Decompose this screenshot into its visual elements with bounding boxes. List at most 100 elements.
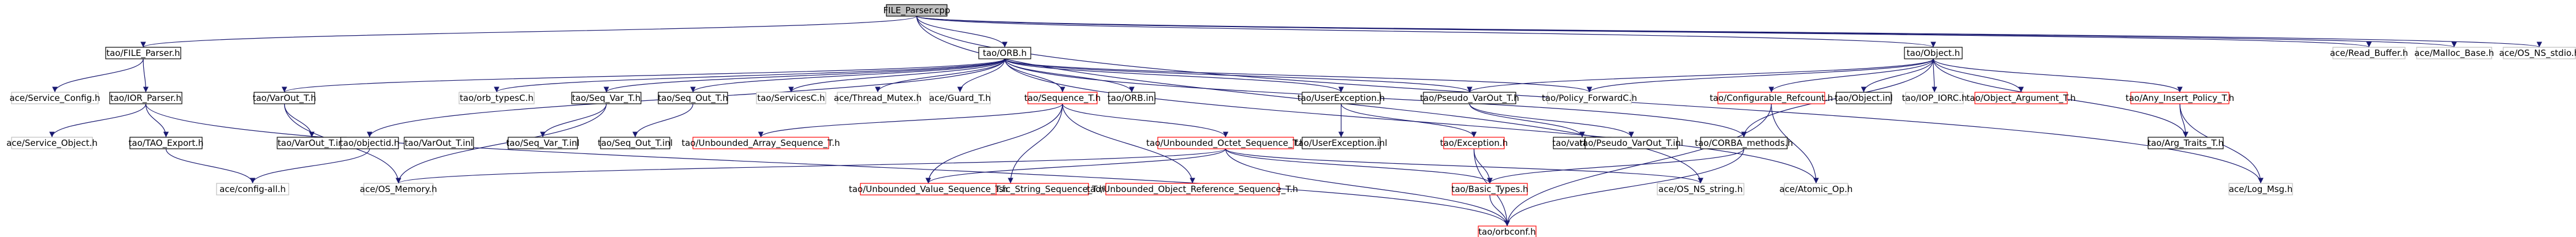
dependency-edge [925,148,1227,184]
node-label: ace/Service_Config.h [9,93,100,104]
node-policyfwd[interactable]: tao/Policy_ForwardC.h [1542,92,1637,104]
node-box [1547,92,1632,104]
dependency-edge [396,103,607,184]
dependency-edge [875,58,1005,93]
node-label: FILE_Parser.cpp [883,5,950,16]
node-varoutt[interactable]: tao/VarOut_T.h [252,92,316,104]
node-label: tao/orb_typesC.h [460,93,534,104]
node-label: tao/FILE_Parser.h [106,48,180,59]
node-label: ace/Guard_T.h [929,93,991,104]
dependency-edge [1504,148,1744,227]
node-seqvart[interactable]: tao/Seq_Var_T.h [571,92,642,104]
node-seqoutinl[interactable]: tao/Seq_Out_T.inl [598,137,673,149]
node-servicesc[interactable]: tao/ServicesC.h [756,92,826,104]
node-unbarray[interactable]: tao/Unbounded_Array_Sequence_T.h [681,137,840,149]
node-userexc[interactable]: tao/UserException.h [1298,92,1385,104]
node-orbtypesc[interactable]: tao/orb_typesC.h [458,92,535,104]
dependency-edge [145,103,169,138]
dependency-edge [1768,58,1934,93]
node-seqoutt[interactable]: tao/Seq_Out_T.h [658,92,728,104]
node-box [1452,183,1528,195]
dependency-edge [1933,58,2024,93]
node-label: tao/VarOut_T.inl [278,138,346,149]
node-orb[interactable]: tao/ORB.h [978,47,1031,59]
node-varoutinl2[interactable]: tao/VarOut_T.inl [404,137,474,149]
node-iorparser[interactable]: tao/IOR_Parser.h [109,92,182,104]
dependency-edge [1004,58,1065,93]
node-exception[interactable]: tao/Exception.h [1440,137,1508,149]
node-label: tao/Basic_Types.h [1451,184,1528,195]
node-box [2130,92,2230,104]
graph-edges [49,16,2542,227]
node-label: tao/Seq_Var_T.h [572,93,641,104]
node-label: tao/Configurable_Refcount.h [1710,93,1833,104]
node-object[interactable]: tao/Object.h [1904,47,1963,59]
node-box [2148,137,2224,149]
node-label: tao/Object.h [1907,48,1960,58]
node-box [458,92,535,104]
node-label: tao/orbconf.h [1478,227,1536,237]
node-box [129,137,203,149]
node-fileparser[interactable]: tao/FILE_Parser.h [105,47,181,59]
node-anyinsertpolicy[interactable]: tao/Any_Insert_Policy_T.h [2126,92,2234,104]
dependency-edge [1467,58,1934,93]
dependency-edge [494,58,1005,93]
node-configrefcount[interactable]: tao/Configurable_Refcount.h [1710,92,1833,104]
node-objectinl[interactable]: tao/Object.inl [1835,92,1893,104]
node-logmsg[interactable]: ace/Log_Msg.h [2228,183,2293,195]
node-objectid[interactable]: tao/objectid.h [340,137,400,149]
node-configall[interactable]: ace/config-all.h [216,183,289,195]
node-iopiorc[interactable]: tao/IOP_IORC.h [1902,92,1967,104]
node-box [1657,183,1744,195]
node-label: tao/Pseudo_VarOut_T.inl [1579,138,1683,149]
node-varoutinl[interactable]: tao/VarOut_T.inl [277,137,347,149]
node-pseudovaroutt[interactable]: tao/Pseudo_VarOut_T.h [1420,92,1519,104]
dependency-edge [143,58,149,93]
node-label: ace/OS_NS_string.h [1658,184,1743,195]
dependency-edge [1008,103,1063,184]
node-versioned[interactable]: tao/orbconf.h [1478,225,1537,237]
node-seqvarinl[interactable]: tao/Seq_Var_T.inl [506,137,580,149]
node-osmemory[interactable]: ace/OS_Memory.h [360,183,437,195]
node-label: tao/Unbounded_Object_Reference_Sequence_… [1087,184,1298,195]
node-guardt[interactable]: ace/Guard_T.h [929,92,991,104]
node-atomicop[interactable]: ace/Atomic_Op.h [1780,183,1853,195]
node-argtraits[interactable]: tao/Arg_Traits_T.h [2148,137,2224,149]
node-svcobject[interactable]: ace/Service_Object.h [6,137,98,149]
node-osnsstdio[interactable]: ace/OS_NS_stdio.h [2499,47,2576,59]
node-label: tao/VarOut_T.inl [405,138,473,149]
node-unbvalue[interactable]: tao/Unbounded_Value_Sequence_T.h [849,183,1008,195]
node-label: ace/Log_Msg.h [2229,184,2293,195]
dependency-edge [1062,103,1195,184]
node-objectargt[interactable]: tao/Object_Argument_T.h [1966,92,2076,104]
node-label: tao/Pseudo_VarOut_T.h [1420,93,1519,104]
node-seqt[interactable]: tao/Sequence_T.h [1024,92,1101,104]
node-root[interactable]: FILE_Parser.cpp [883,4,950,17]
node-threadmutex[interactable]: ace/Thread_Mutex.h [834,92,922,104]
node-userexcinl[interactable]: tao/UserException.inl [1295,137,1388,149]
node-basictypes[interactable]: tao/Basic_Types.h [1451,183,1529,195]
node-mallocbase[interactable]: ace/Malloc_Base.h [2414,47,2494,59]
node-label: tao/Any_Insert_Policy_T.h [2126,93,2234,104]
dependency-edge [1004,58,1472,93]
node-pseudovaroutinl[interactable]: tao/Pseudo_VarOut_T.inl [1579,137,1683,149]
node-unboctet[interactable]: tao/Unbounded_Octet_Sequence_T.h [1146,137,1305,149]
dependency-edge [396,148,1227,184]
node-box [837,92,919,104]
node-svcconfig[interactable]: ace/Service_Config.h [9,92,100,104]
node-label: ace/config-all.h [219,184,286,194]
node-readbuf[interactable]: ace/Read_Buffer.h [2330,47,2408,59]
node-box [1585,137,1678,149]
node-taoexport[interactable]: tao/TAO_Export.h [129,137,204,149]
node-box [1108,92,1155,104]
node-label: tao/Arg_Traits_T.h [2148,138,2224,149]
node-corbamethods[interactable]: tao/CORBA_methods.h [1695,137,1793,149]
dependency-edge [249,148,370,184]
node-unbobjref[interactable]: tao/Unbounded_Object_Reference_Sequence_… [1087,183,1298,195]
node-box [929,92,991,104]
node-label: tao/Object.inl [1835,93,1893,103]
dependency-edge [1504,103,1772,227]
node-orbinl[interactable]: tao/ORB.inl [1108,92,1156,104]
node-box [1423,92,1516,104]
node-osnsstring[interactable]: ace/OS_NS_string.h [1657,183,1744,195]
